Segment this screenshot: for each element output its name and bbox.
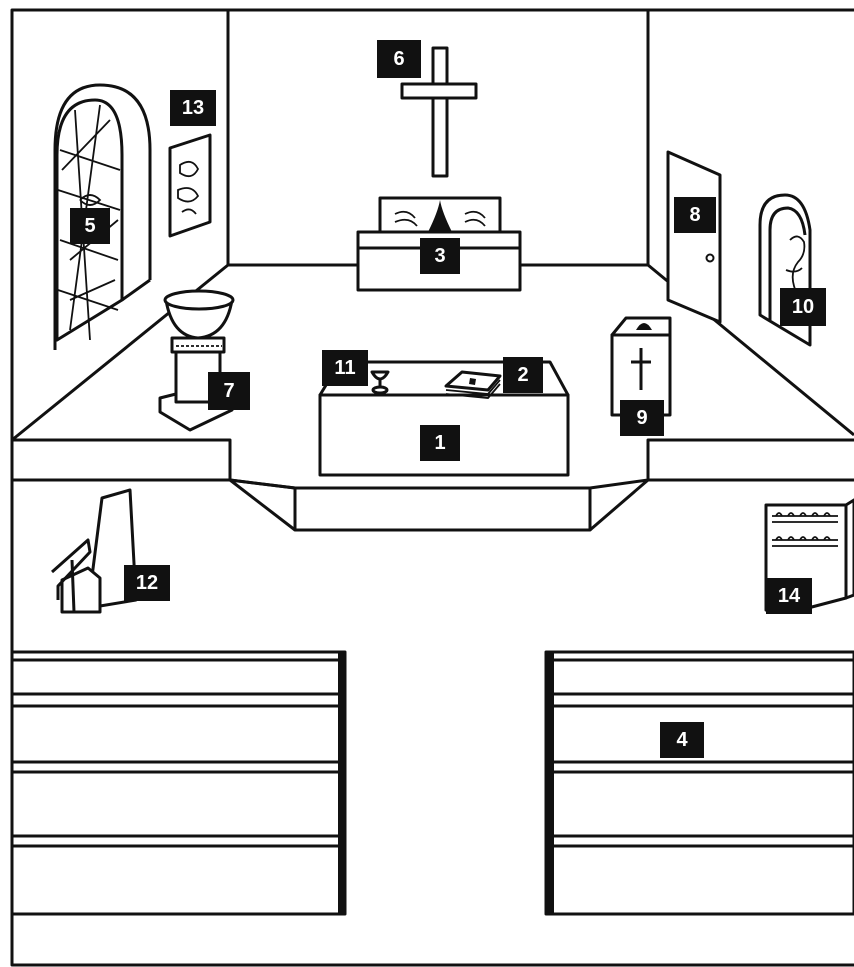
label-cross-text: 6 <box>393 48 404 70</box>
label-statue-niche-text: 10 <box>792 296 814 318</box>
label-pews: 4 <box>660 722 704 758</box>
label-chalice-text: 11 <box>334 357 355 379</box>
label-altar-text: 1 <box>434 432 445 454</box>
label-door-text: 8 <box>689 204 700 226</box>
label-tabernacle: 3 <box>420 238 460 274</box>
label-ambry-text: 9 <box>636 407 647 429</box>
label-altar: 1 <box>420 425 460 461</box>
label-ambry: 9 <box>620 400 664 436</box>
label-chalice: 11 <box>322 350 368 386</box>
wall-picture <box>170 135 210 236</box>
label-wall-picture: 13 <box>170 90 216 126</box>
label-statue-niche: 10 <box>780 288 826 326</box>
door <box>668 152 720 322</box>
label-kneeler-text: 12 <box>136 572 158 594</box>
kneeler <box>52 490 136 612</box>
label-baptismal-font: 7 <box>208 372 250 410</box>
label-door: 8 <box>674 197 716 233</box>
label-candle-stand-text: 14 <box>778 585 801 607</box>
label-book: 2 <box>503 357 543 393</box>
label-pews-text: 4 <box>676 729 688 751</box>
label-candle-stand: 14 <box>766 578 812 614</box>
label-tabernacle-text: 3 <box>434 245 445 267</box>
label-stained-glass-window-text: 5 <box>84 215 95 237</box>
label-stained-glass-window: 5 <box>70 208 110 244</box>
label-cross: 6 <box>377 40 421 78</box>
pews-right <box>546 652 854 914</box>
label-book-text: 2 <box>517 364 528 386</box>
label-baptismal-font-text: 7 <box>223 380 234 402</box>
label-wall-picture-text: 13 <box>182 97 204 119</box>
label-kneeler: 12 <box>124 565 170 601</box>
pews-left <box>12 652 346 914</box>
